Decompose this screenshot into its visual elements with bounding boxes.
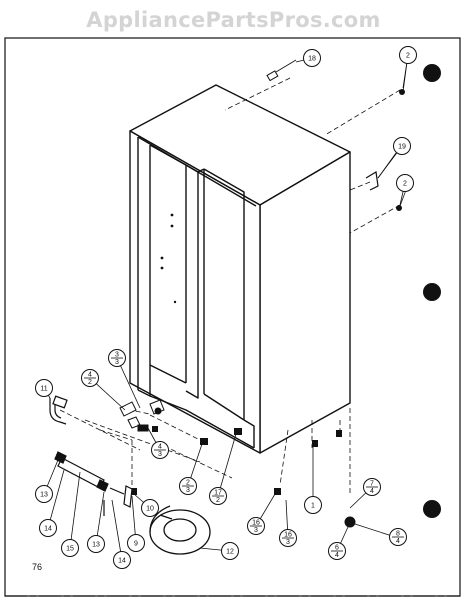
callout-leader-c17-2 bbox=[217, 433, 237, 497]
shelf-holes bbox=[160, 213, 177, 304]
callout-c2a: 2 bbox=[399, 46, 417, 64]
svg-text:19: 19 bbox=[398, 144, 406, 151]
leveling-feet bbox=[130, 426, 342, 495]
callout-c6-4: 64 bbox=[328, 542, 346, 560]
page-number: 76 bbox=[32, 562, 43, 572]
svg-text:2: 2 bbox=[403, 181, 407, 188]
interior-right-back bbox=[203, 168, 245, 420]
drain-tube-assembly bbox=[49, 395, 133, 516]
svg-text:3: 3 bbox=[158, 451, 162, 458]
part-13-clamp-b bbox=[96, 479, 109, 492]
svg-text:2: 2 bbox=[406, 53, 410, 60]
callout-leader-c15 bbox=[69, 471, 81, 549]
callout-c1: 1 bbox=[304, 496, 322, 514]
svg-text:3: 3 bbox=[115, 359, 119, 366]
svg-text:9: 9 bbox=[134, 541, 138, 548]
part-19-bracket bbox=[365, 152, 397, 191]
svg-text:6: 6 bbox=[335, 545, 339, 552]
part-14-hose-a bbox=[109, 487, 125, 495]
callout-c4-2: 42 bbox=[81, 369, 99, 387]
part-13-clamp-a bbox=[54, 451, 67, 464]
callout-c18: 18 bbox=[303, 49, 321, 67]
cabinet-shell bbox=[129, 84, 351, 454]
svg-text:15: 15 bbox=[66, 546, 74, 553]
svg-text:2: 2 bbox=[88, 379, 92, 386]
part-12-drain-pan bbox=[149, 505, 211, 555]
cabinet-right-side bbox=[259, 151, 351, 454]
svg-text:14: 14 bbox=[118, 558, 126, 565]
cabinet-front bbox=[129, 130, 261, 454]
part-2-screw-side bbox=[396, 205, 402, 211]
svg-text:8: 8 bbox=[396, 531, 400, 538]
drain-fittings bbox=[119, 399, 165, 432]
svg-text:3: 3 bbox=[115, 352, 119, 359]
svg-text:3: 3 bbox=[286, 539, 290, 546]
binder-hole-top bbox=[423, 64, 441, 82]
svg-text:4: 4 bbox=[158, 444, 162, 451]
svg-text:3: 3 bbox=[186, 487, 190, 494]
svg-text:7: 7 bbox=[370, 481, 374, 488]
svg-text:2: 2 bbox=[186, 480, 190, 487]
svg-text:3: 3 bbox=[254, 527, 258, 534]
part-8-fitting bbox=[344, 516, 393, 537]
svg-text:13: 13 bbox=[92, 542, 100, 549]
callout-c16-3b: 163 bbox=[279, 529, 297, 547]
callout-c2b: 2 bbox=[396, 174, 414, 192]
svg-text:4: 4 bbox=[396, 538, 400, 545]
callout-c3-3: 33 bbox=[108, 349, 126, 367]
callout-c12: 12 bbox=[221, 542, 239, 560]
leader-lines-bottom bbox=[59, 407, 351, 495]
svg-text:10: 10 bbox=[146, 506, 154, 513]
callout-c10: 10 bbox=[141, 499, 159, 517]
svg-text:1: 1 bbox=[311, 503, 315, 510]
svg-text:2: 2 bbox=[216, 497, 220, 504]
callout-c14a: 14 bbox=[39, 519, 57, 537]
callout-c13b: 13 bbox=[87, 535, 105, 553]
watermark: AppliancePartsPros.com bbox=[86, 8, 381, 32]
callout-c13a: 13 bbox=[35, 485, 53, 503]
callout-leader-c3-3 bbox=[116, 357, 141, 409]
binder-hole-bottom bbox=[423, 500, 441, 518]
svg-text:11: 11 bbox=[40, 386, 47, 393]
svg-text:4: 4 bbox=[88, 372, 92, 379]
svg-text:17: 17 bbox=[214, 490, 222, 497]
svg-text:4: 4 bbox=[370, 488, 374, 495]
callout-c19: 19 bbox=[393, 137, 411, 155]
page-frame bbox=[4, 37, 461, 597]
svg-text:18: 18 bbox=[308, 56, 316, 63]
callout-c9: 9 bbox=[127, 534, 145, 552]
callout-c17-2: 172 bbox=[209, 487, 227, 505]
svg-text:4: 4 bbox=[335, 552, 339, 559]
svg-text:13: 13 bbox=[40, 492, 48, 499]
svg-text:16: 16 bbox=[252, 520, 260, 527]
callout-leader-c14a bbox=[47, 469, 65, 529]
leader-lines-top bbox=[224, 77, 401, 234]
svg-text:16: 16 bbox=[284, 532, 292, 539]
part-2-screw-top bbox=[399, 89, 405, 95]
callout-c15: 15 bbox=[61, 539, 79, 557]
part-18-screw bbox=[266, 59, 297, 82]
interior-back-top bbox=[149, 144, 187, 166]
part-11-elbow bbox=[49, 398, 67, 425]
callout-c7-4: 74 bbox=[363, 478, 381, 496]
part-15-tube bbox=[57, 457, 105, 489]
svg-text:14: 14 bbox=[44, 526, 52, 533]
callout-c14b: 14 bbox=[113, 551, 131, 569]
callout-c8-4: 84 bbox=[389, 528, 407, 546]
callout-c11: 11 bbox=[35, 379, 53, 397]
bottom-ledge bbox=[137, 389, 255, 449]
center-divider bbox=[185, 164, 199, 399]
callout-c2-3: 23 bbox=[179, 477, 197, 495]
svg-text:12: 12 bbox=[226, 549, 234, 556]
callout-leader-c14b bbox=[111, 499, 123, 561]
binder-hole-middle bbox=[423, 283, 441, 301]
callout-c4-3: 43 bbox=[151, 441, 169, 459]
callout-c16-3a: 163 bbox=[247, 517, 265, 535]
